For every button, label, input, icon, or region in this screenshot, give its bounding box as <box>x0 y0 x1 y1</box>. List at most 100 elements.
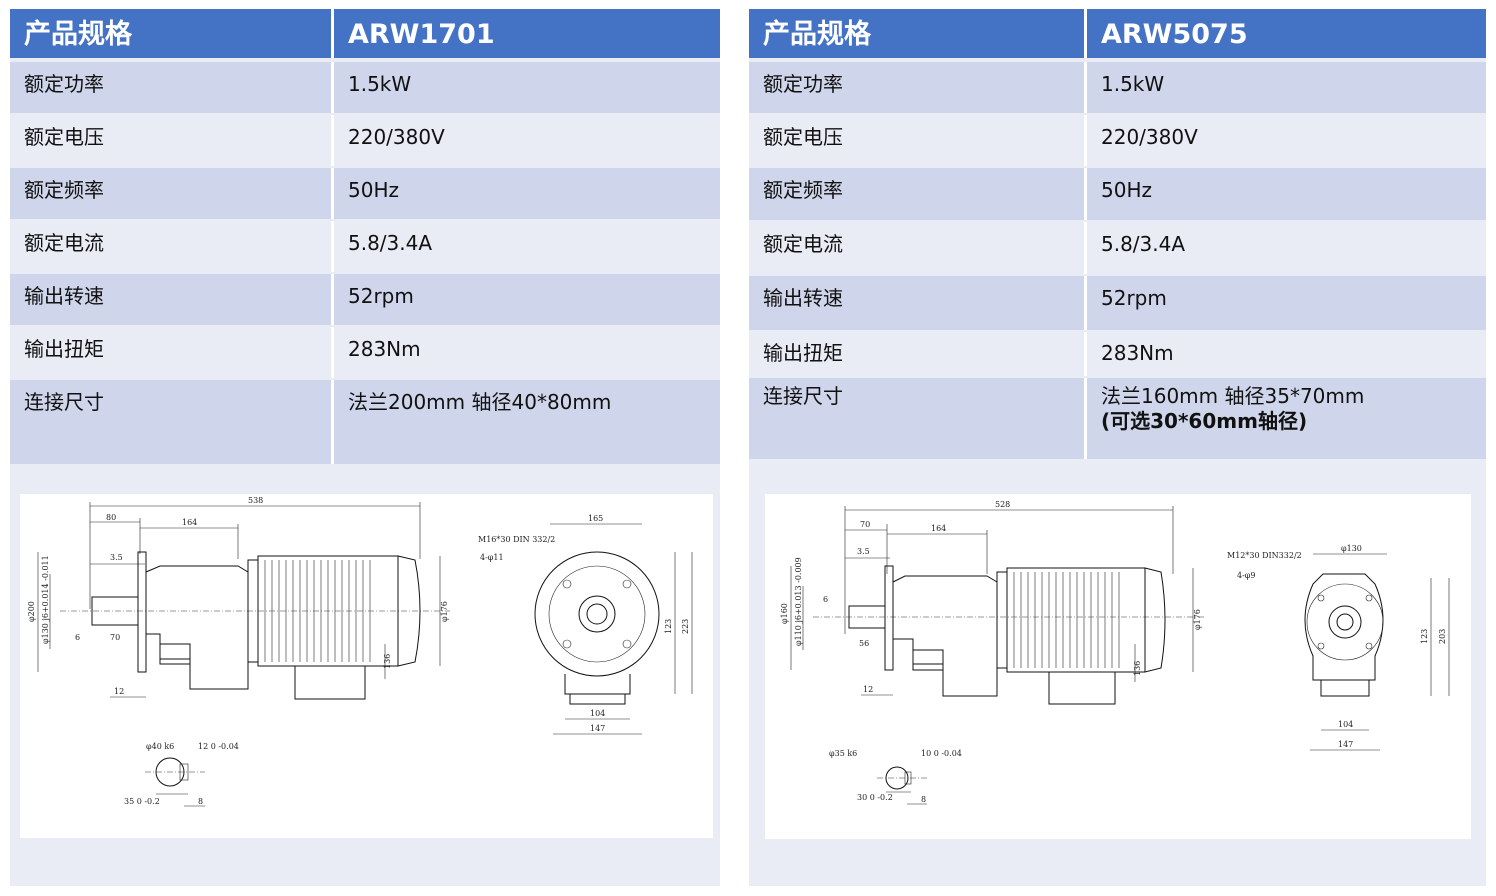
row-label: 额定功率 <box>749 62 1084 113</box>
dim-holes: 4-φ9 <box>1237 571 1255 580</box>
dim-phi176: φ176 <box>1193 609 1202 630</box>
dim-164: 164 <box>931 524 946 533</box>
header-label: 产品规格 <box>749 9 1084 58</box>
dim-phi130-end: φ130 <box>1341 544 1362 553</box>
drawing-svg: 538 80 164 3.5 <box>27 496 693 807</box>
row-value: 52rpm <box>334 274 720 325</box>
dim-70: 70 <box>110 633 120 642</box>
dim-3-5: 3.5 <box>110 553 123 562</box>
row-value: 220/380V <box>1087 115 1486 166</box>
dim-phi160: φ160 <box>780 603 789 624</box>
row-value: 5.8/3.4A <box>334 221 720 272</box>
dim-123: 123 <box>664 619 673 634</box>
row-label: 输出扭矩 <box>749 332 1084 376</box>
row-label: 额定电流 <box>749 222 1084 274</box>
dim-70: 70 <box>860 520 870 529</box>
table-row: 额定频率 50Hz <box>749 168 1486 220</box>
row-label: 额定电压 <box>10 115 331 166</box>
dim-80: 80 <box>106 513 116 522</box>
row-label: 额定频率 <box>10 168 331 219</box>
dim-keyh: 35 0 -0.2 <box>124 797 160 806</box>
dim-203: 203 <box>1438 629 1447 644</box>
row-label: 额定频率 <box>749 168 1084 220</box>
dim-phi130: φ130 j6+0.014 -0.011 <box>41 555 50 644</box>
dim-shaft: φ40 k6 <box>146 742 174 751</box>
dim-6: 6 <box>75 633 80 642</box>
header-label: 产品规格 <box>10 9 331 58</box>
row-label: 额定功率 <box>10 62 331 113</box>
connection-size: 法兰160mm 轴径35*70mm <box>1101 384 1365 408</box>
row-value: 50Hz <box>334 168 720 219</box>
row-value: 283Nm <box>334 327 720 378</box>
table-row: 连接尺寸 法兰160mm 轴径35*70mm (可选30*60mm轴径) <box>749 378 1486 459</box>
table-row: 额定电流 5.8/3.4A <box>749 222 1486 274</box>
motor-fins <box>1013 572 1120 668</box>
drawing-svg: 528 70 164 3.5 <box>780 500 1450 805</box>
table-row: 连接尺寸 法兰200mm 轴径40*80mm <box>10 380 720 464</box>
row-value: 283Nm <box>1087 332 1486 376</box>
row-value: 法兰200mm 轴径40*80mm <box>334 380 720 464</box>
dim-104: 104 <box>590 709 605 718</box>
row-label: 额定电压 <box>749 115 1084 166</box>
dim-56: 56 <box>859 639 869 648</box>
row-value: 法兰160mm 轴径35*70mm (可选30*60mm轴径) <box>1087 378 1486 459</box>
spec-panel-right: 产品规格 ARW5075 额定功率 1.5kW 额定电压 220/380V 额定… <box>749 9 1486 886</box>
dim-8: 8 <box>198 797 203 806</box>
row-value: 50Hz <box>1087 168 1486 220</box>
dim-164: 164 <box>182 518 197 527</box>
dim-overall: 538 <box>248 496 263 505</box>
dim-3-5: 3.5 <box>857 547 870 556</box>
header-model: ARW5075 <box>1087 9 1486 58</box>
row-value: 52rpm <box>1087 276 1486 330</box>
dim-thread: M16*30 DIN 332/2 <box>478 535 555 544</box>
row-label: 连接尺寸 <box>10 380 331 464</box>
dim-phi110: φ110 j6+0.013 -0.009 <box>794 557 803 646</box>
row-value: 1.5kW <box>334 62 720 113</box>
row-value: 220/380V <box>334 115 720 166</box>
row-label: 额定电流 <box>10 221 331 272</box>
table-header: 产品规格 ARW1701 <box>10 9 720 58</box>
table-row: 额定电压 220/380V <box>749 115 1486 166</box>
dim-147: 147 <box>1338 740 1353 749</box>
row-label: 输出转速 <box>10 274 331 325</box>
row-label: 输出转速 <box>749 276 1084 330</box>
header-model: ARW1701 <box>334 9 720 58</box>
dim-6: 6 <box>823 595 828 604</box>
table-row: 额定电压 220/380V <box>10 115 720 166</box>
dim-overall: 528 <box>995 500 1010 509</box>
row-label: 输出扭矩 <box>10 327 331 378</box>
dim-12: 12 <box>863 685 873 694</box>
dim-104: 104 <box>1338 720 1353 729</box>
connection-size: 法兰200mm 轴径40*80mm <box>348 390 612 414</box>
dim-thread: M12*30 DIN332/2 <box>1227 551 1302 560</box>
table-row: 输出扭矩 283Nm <box>10 327 720 378</box>
dim-123: 123 <box>1420 629 1429 644</box>
table-row: 额定电流 5.8/3.4A <box>10 221 720 272</box>
row-value: 5.8/3.4A <box>1087 222 1486 274</box>
dimension-drawing: 528 70 164 3.5 <box>765 494 1471 839</box>
dim-holes: 4-φ11 <box>480 553 504 562</box>
row-value: 1.5kW <box>1087 62 1486 113</box>
spec-panel-left: 产品规格 ARW1701 额定功率 1.5kW 额定电压 220/380V 额定… <box>10 9 720 886</box>
dim-phi200: φ200 <box>27 601 36 622</box>
dim-136: 136 <box>383 654 392 669</box>
dim-223: 223 <box>681 619 690 634</box>
dim-phi176: φ176 <box>440 601 449 622</box>
table-row: 输出转速 52rpm <box>10 274 720 325</box>
table-row: 输出扭矩 283Nm <box>749 332 1486 376</box>
dim-key: 10 0 -0.04 <box>921 749 962 758</box>
table-row: 额定频率 50Hz <box>10 168 720 219</box>
dim-136: 136 <box>1133 661 1142 676</box>
dim-keyh: 30 0 -0.2 <box>857 793 893 802</box>
motor-fins <box>264 560 371 662</box>
dim-key: 12 0 -0.04 <box>198 742 239 751</box>
table-row: 额定功率 1.5kW <box>10 62 720 113</box>
table-row: 额定功率 1.5kW <box>749 62 1486 113</box>
dim-12: 12 <box>114 687 124 696</box>
dim-147: 147 <box>590 724 605 733</box>
dim-165: 165 <box>588 514 603 523</box>
dim-shaft: φ35 k6 <box>829 749 857 758</box>
optional-shaft-note: (可选30*60mm轴径) <box>1101 409 1308 433</box>
dimension-drawing: 538 80 164 3.5 <box>20 494 713 838</box>
table-row: 输出转速 52rpm <box>749 276 1486 330</box>
